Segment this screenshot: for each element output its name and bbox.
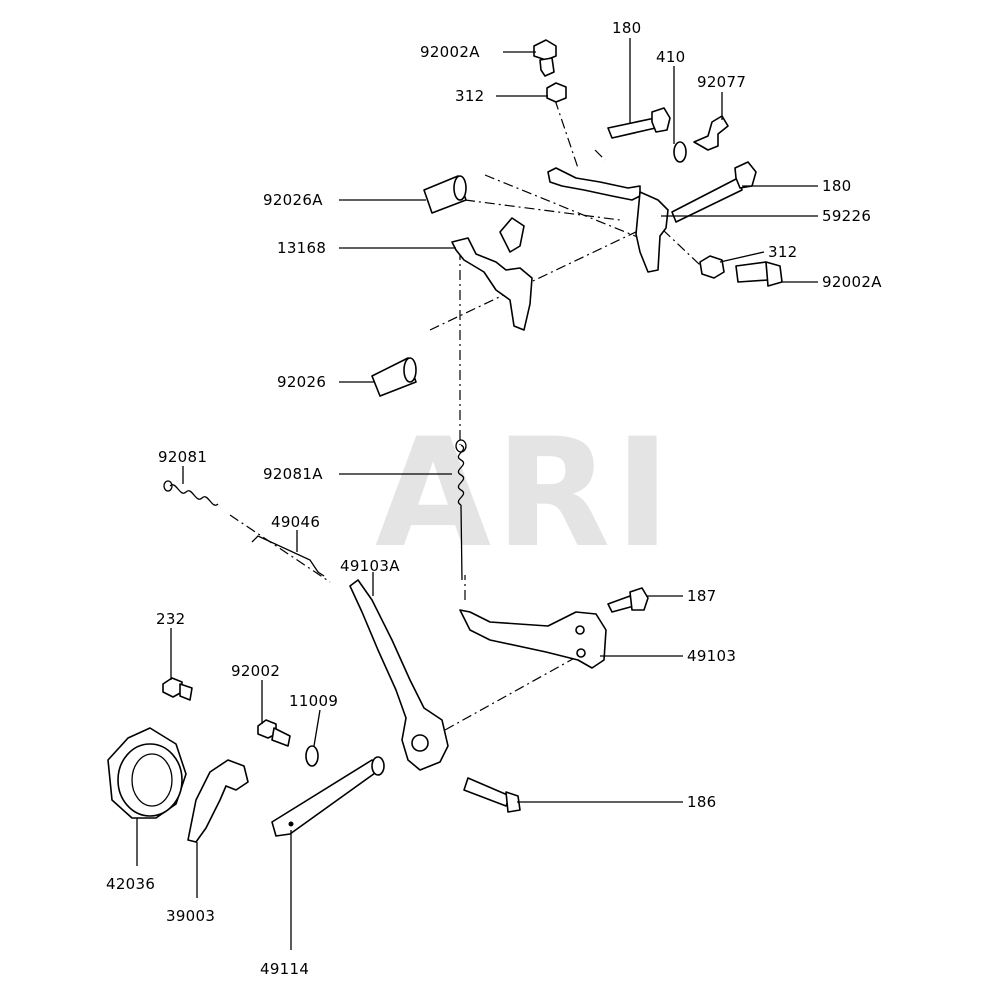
label-42036: 42036 [106,875,155,893]
lever-49103A [349,579,449,771]
label-92081A: 92081A [263,465,323,483]
bolt-180-right [671,161,757,223]
lever-49103A-hole [411,734,429,752]
bolt-92002A-top [533,39,557,77]
label-39003: 39003 [166,907,215,925]
leader-lines [136,38,818,950]
spring-92081 [163,480,219,506]
bolt-180-top [607,107,671,139]
bracket-13168 [451,237,533,331]
label-187: 187 [687,587,717,605]
part-labels: 92002A 312 180 410 92077 92026A 180 5922… [106,19,882,978]
label-186: 186 [687,793,717,811]
fork-39003 [187,759,249,843]
shaft-49114 [271,756,385,837]
nut-312-top [546,82,567,103]
watermark: ARI [375,407,674,581]
label-49046: 49046 [271,513,320,531]
collar-92026A [423,175,467,214]
label-59226: 59226 [822,207,871,225]
washer-410 [673,141,687,163]
label-13168: 13168 [277,239,326,257]
washer-11009 [305,745,319,767]
label-92002A-top: 92002A [420,43,480,61]
rod-49046 [251,535,325,577]
spring-92081A [455,439,467,581]
label-232: 232 [156,610,186,628]
label-49103A: 49103A [340,557,400,575]
label-49103: 49103 [687,647,736,665]
label-92081: 92081 [158,448,207,466]
lever-49103-hole-upper [575,625,585,635]
label-180-right: 180 [822,177,852,195]
collar-92026 [371,357,417,397]
bracket-13168-tab [499,217,525,253]
label-312-right: 312 [768,243,798,261]
label-312-top: 312 [455,87,485,105]
bolt-232 [162,677,193,701]
bolt-187 [607,587,649,613]
lever-49103-hole-lower [576,648,586,658]
plate-59226 [635,191,669,273]
bolt-186 [463,777,521,813]
label-49114: 49114 [260,960,309,978]
assembly-lines [229,99,701,731]
label-92002: 92002 [231,662,280,680]
lever-49103 [459,609,607,669]
label-92077: 92077 [697,73,746,91]
bracket-upper [547,167,641,201]
bolt-92002 [257,719,291,747]
label-410: 410 [656,48,686,66]
label-92026A: 92026A [263,191,323,209]
collar-42036 [107,727,187,819]
label-180-top: 180 [612,19,642,37]
bolt-92002A-right [735,261,783,287]
wing-nut-92077 [693,115,729,151]
label-92026: 92026 [277,373,326,391]
label-92002A-right: 92002A [822,273,882,291]
label-11009: 11009 [289,692,338,710]
nut-312-right [699,255,725,279]
